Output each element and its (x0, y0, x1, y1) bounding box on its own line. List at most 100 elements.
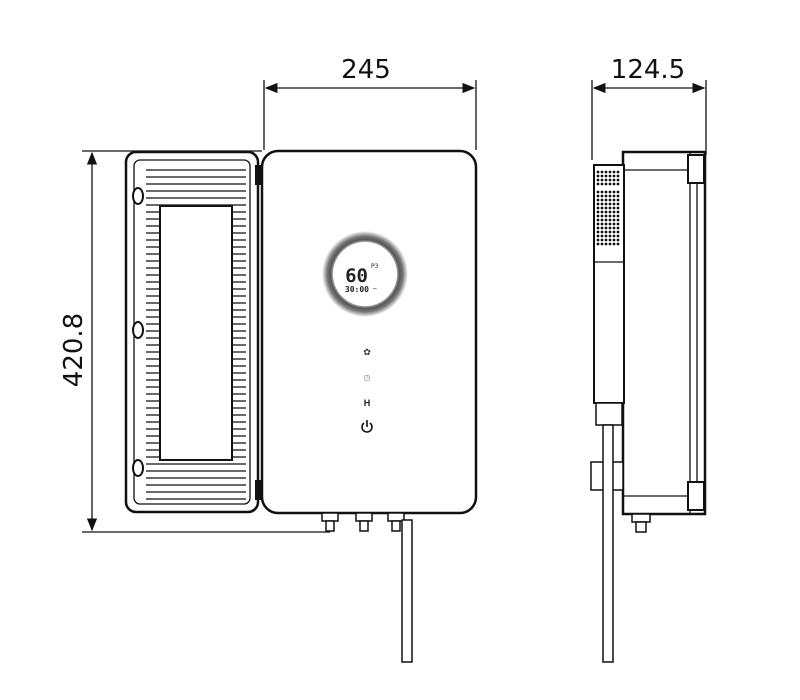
vent-hole (616, 238, 620, 242)
vent-hole (604, 194, 608, 198)
vent-hole (608, 170, 612, 174)
vent-hole (596, 230, 600, 234)
vent-hole (600, 234, 604, 238)
vent-hole (616, 170, 620, 174)
vent-hole (612, 210, 616, 214)
settings-icon[interactable]: ✿ (363, 347, 371, 357)
vent-hole (612, 170, 616, 174)
vent-hole (596, 202, 600, 206)
vent-hole (616, 230, 620, 234)
vent-hole (604, 238, 608, 242)
vent-hole (608, 178, 612, 182)
vent-hole (604, 182, 608, 186)
vent-hole (600, 238, 604, 242)
vent-hole (616, 190, 620, 194)
vent-hole (616, 210, 620, 214)
vent-hole (608, 202, 612, 206)
vent-hole (616, 226, 620, 230)
vent-hole (616, 182, 620, 186)
vent-hole (600, 222, 604, 226)
vent-hole (604, 210, 608, 214)
vent-hole (608, 190, 612, 194)
vent-hole (612, 206, 616, 210)
vent-hole (596, 198, 600, 202)
water-connectors (321, 512, 405, 532)
vent-hole (612, 202, 616, 206)
vent-hole (596, 182, 600, 186)
vent-hole (596, 194, 600, 198)
vent-hole (616, 234, 620, 238)
vent-hole (600, 194, 604, 198)
vent-hole (616, 222, 620, 226)
vent-hole (604, 202, 608, 206)
vent-hole (600, 218, 604, 222)
vent-hole (612, 178, 616, 182)
vent-hole (608, 242, 612, 246)
vent-hole (596, 206, 600, 210)
vent-hole (616, 214, 620, 218)
vent-hole (600, 178, 604, 182)
vent-hole (604, 198, 608, 202)
vent-hole (600, 214, 604, 218)
vent-hole (612, 242, 616, 246)
height-label: 420.8 (59, 313, 89, 387)
vent-hole (600, 210, 604, 214)
vent-hole (604, 170, 608, 174)
vent-hole (612, 230, 616, 234)
display-time: 30:00 (345, 285, 369, 294)
vent-hole (608, 182, 612, 186)
width-dimension: 245 (263, 55, 477, 150)
vent-hole (608, 234, 612, 238)
vent-hole (596, 214, 600, 218)
vent-hole (600, 170, 604, 174)
vent-hole (616, 178, 620, 182)
vent-hole (604, 174, 608, 178)
vent-hole (608, 218, 612, 222)
vent-hole (600, 174, 604, 178)
vent-hole (612, 198, 616, 202)
vent-hole (608, 174, 612, 178)
vent-hole (596, 210, 600, 214)
clock-icon[interactable]: ◷ (364, 373, 371, 382)
power-cable (401, 519, 413, 663)
vent-hole (612, 174, 616, 178)
heater-side (590, 150, 707, 663)
power-icon[interactable] (361, 420, 373, 433)
vent-hole (596, 238, 600, 242)
mode-icon[interactable]: H (364, 398, 371, 408)
vent-hole (616, 242, 620, 246)
vent-hole (596, 218, 600, 222)
vent-hole (608, 210, 612, 214)
vent-hole (600, 198, 604, 202)
vent-hole (612, 190, 616, 194)
vent-hole (616, 218, 620, 222)
vent-hole (600, 182, 604, 186)
heater-front: 60 P3 30:00 ⌔ ✿ ◷ H (260, 149, 478, 663)
vent-hole (596, 178, 600, 182)
vent-hole (612, 226, 616, 230)
vent-hole (612, 238, 616, 242)
vent-hole (608, 226, 612, 230)
vent-hole (604, 234, 608, 238)
depth-dimension: 124.5 (591, 55, 707, 160)
vent-hole (608, 198, 612, 202)
vent-hole (608, 230, 612, 234)
open-cover (124, 150, 263, 514)
vent-hole (600, 230, 604, 234)
depth-label: 124.5 (611, 55, 685, 85)
vent-hole (608, 238, 612, 242)
vent-hole (604, 230, 608, 234)
vent-hole (612, 234, 616, 238)
width-label: 245 (341, 55, 391, 85)
vent-hole (600, 190, 604, 194)
vent-hole (608, 206, 612, 210)
vent-hole (616, 202, 620, 206)
vent-hole (604, 226, 608, 230)
vent-hole (616, 198, 620, 202)
vent-hole (612, 194, 616, 198)
vent-hole (604, 214, 608, 218)
vent-hole (596, 234, 600, 238)
vent-hole (608, 222, 612, 226)
vent-hole (596, 170, 600, 174)
vent-hole (596, 226, 600, 230)
